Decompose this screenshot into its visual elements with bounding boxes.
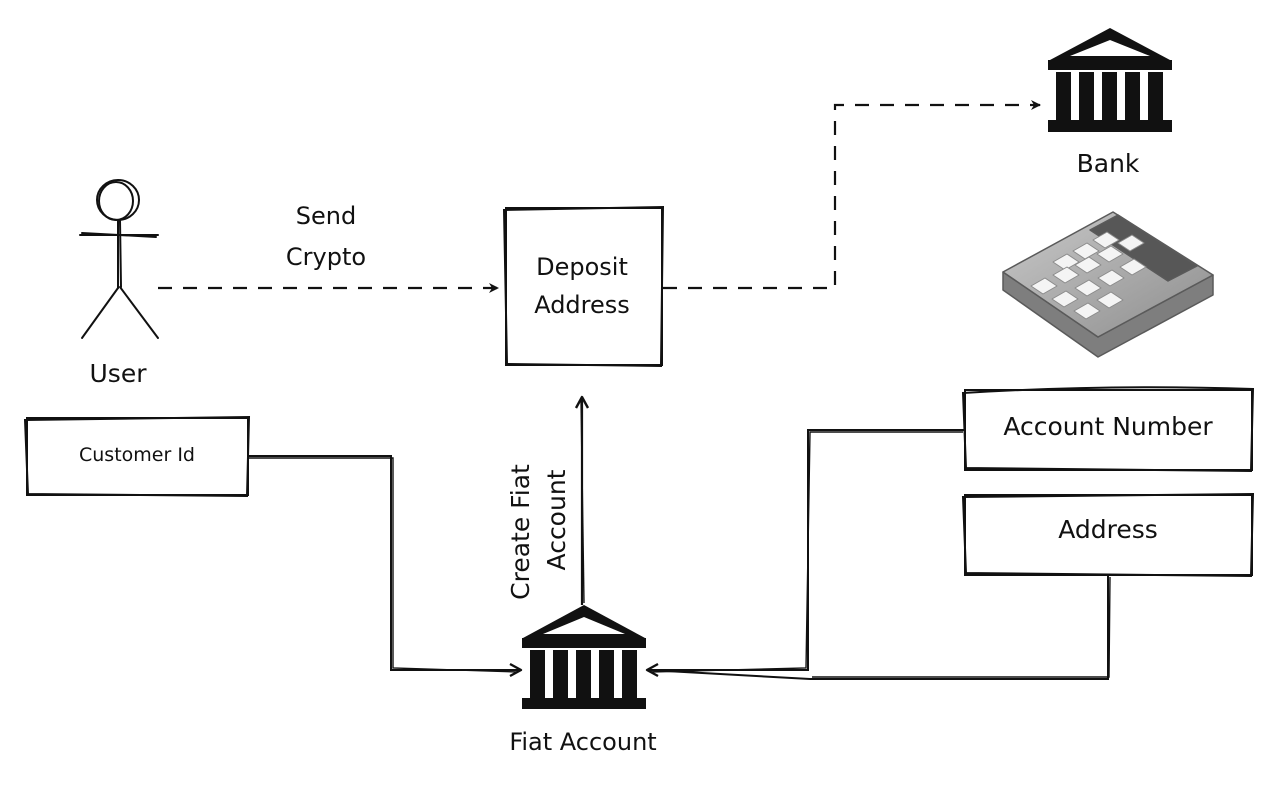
fiat-account-icon <box>522 605 646 709</box>
deposit-to-bank-arrow <box>663 100 1041 290</box>
bank-label: Bank <box>1077 149 1140 178</box>
create-fiat-account-line1: Create Fiat <box>506 464 535 600</box>
send-crypto-label-line2: Crypto <box>286 243 366 271</box>
create-fiat-account-arrow-sketch <box>580 399 585 604</box>
user-icon <box>79 179 159 339</box>
customer-id-to-fiat-arrow <box>248 455 523 678</box>
deposit-address-line1: Deposit <box>536 253 628 281</box>
fiat-account-label: Fiat Account <box>509 728 656 756</box>
user-label: User <box>90 359 148 388</box>
bank-icon <box>1048 28 1172 132</box>
pos-terminal-icon <box>1002 211 1214 358</box>
customer-id-label: Customer Id <box>79 444 195 466</box>
account-number-to-fiat-arrow-sketch <box>649 431 963 673</box>
address-to-fiat-arrow-sketch <box>812 576 1111 678</box>
deposit-address-box <box>502 205 665 368</box>
account-number-label: Account Number <box>1003 412 1213 441</box>
customer-id-to-fiat-arrow-sketch <box>249 457 519 673</box>
address-label: Address <box>1058 515 1158 544</box>
send-crypto-label-line1: Send <box>296 202 356 230</box>
address-to-fiat-arrow <box>647 575 1109 680</box>
create-fiat-account-line2: Account <box>542 469 571 570</box>
deposit-address-line2: Address <box>534 291 630 319</box>
